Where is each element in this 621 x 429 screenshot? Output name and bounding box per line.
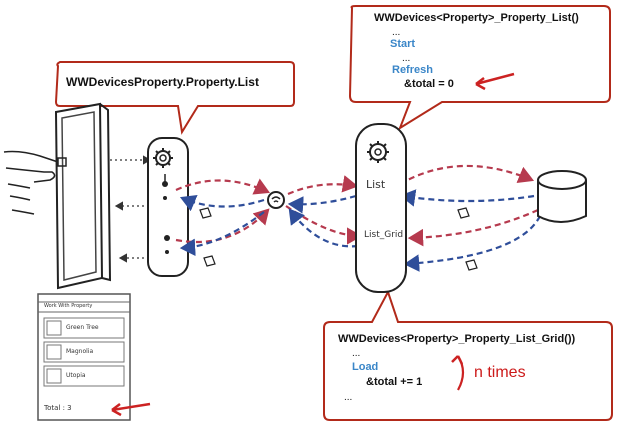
server-list-label: List <box>366 178 386 191</box>
database-icon <box>537 170 587 223</box>
hand-icon <box>3 150 59 215</box>
callout-bottom-ellipsis-1: ... <box>352 348 361 359</box>
callout-bottom-title: WWDevices<Property>_Property_List_Grid()… <box>338 333 576 345</box>
document-icon <box>199 207 216 267</box>
callout-top-start: Start <box>390 38 416 50</box>
phone-item-3: Utopia <box>66 372 86 379</box>
phone-header: Work With Property <box>44 303 93 309</box>
response-flows <box>179 189 541 272</box>
callout-top-ellipsis-1: ... <box>392 27 401 38</box>
callout-top <box>348 5 611 131</box>
callout-top-title: WWDevices<Property>_Property_List() <box>374 12 579 24</box>
monitor <box>54 102 112 290</box>
callout-bottom-load: Load <box>352 361 379 373</box>
wifi-icon <box>267 191 285 209</box>
document-icon <box>457 207 478 271</box>
phone-sketch <box>37 293 131 421</box>
callout-bottom-ellipsis-2: ... <box>344 392 353 403</box>
callout-left-text: WWDevicesProperty.Property.List <box>66 75 259 89</box>
phone-item-2: Magnolia <box>66 348 94 355</box>
server <box>355 123 407 293</box>
highlight-arrows <box>111 72 515 417</box>
callout-bottom <box>323 289 613 421</box>
callout-top-total: &total = 0 <box>404 78 454 90</box>
client-device <box>147 137 189 277</box>
gear-icon <box>153 148 173 168</box>
request-flows <box>175 164 539 247</box>
callout-bottom-total: &total += 1 <box>366 376 423 388</box>
n-times-note: n times <box>474 364 526 381</box>
callout-top-ellipsis-2: ... <box>402 53 411 64</box>
phone-total: Total : 3 <box>44 404 72 412</box>
gear-icon <box>367 141 389 163</box>
callout-top-refresh: Refresh <box>392 64 433 76</box>
phone-item-1: Green Tree <box>66 324 99 331</box>
server-grid-label: List_Grid <box>364 230 404 240</box>
callout-left <box>54 61 295 135</box>
